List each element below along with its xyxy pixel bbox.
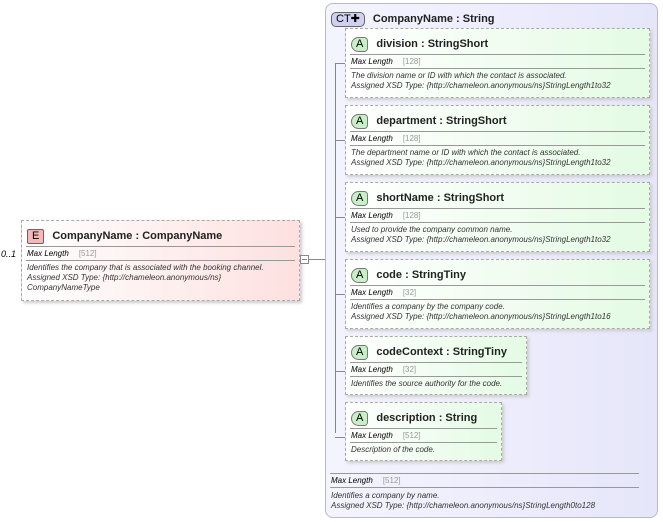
max-length-value: [128] <box>402 211 421 220</box>
max-length-row: Max Length [512] <box>26 246 295 261</box>
max-length-value: [512] <box>78 249 97 258</box>
tree-branch <box>335 294 345 295</box>
attribute-description: Used to provide the company common name.… <box>351 225 611 245</box>
attribute-badge: A <box>351 345 369 360</box>
max-length-label: Max Length <box>331 476 373 485</box>
max-length-value: [32] <box>402 365 417 374</box>
attribute-description: Identifies a company by the company code… <box>351 302 611 322</box>
element-companyname[interactable]: E CompanyName : CompanyName Max Length [51… <box>21 220 300 301</box>
attribute-badge: A <box>351 191 369 206</box>
attribute-description: The division name or ID with which the c… <box>351 71 611 91</box>
attribute-type: String <box>445 412 478 424</box>
ct-type: String <box>462 13 495 25</box>
desc-line: Assigned XSD Type: {http://chameleon.ano… <box>27 273 222 282</box>
element-badge: E <box>27 229 45 244</box>
attribute-badge: A <box>351 37 369 52</box>
max-length-label: Max Length <box>351 134 393 143</box>
max-length-label: Max Length <box>351 431 393 440</box>
desc-line: Identifies the source authority for the … <box>351 379 503 388</box>
ct-name: CompanyName <box>372 13 453 25</box>
tree-branch <box>335 371 345 372</box>
attribute-description: The department name or ID with which the… <box>351 148 611 168</box>
desc-line: CompanyNameType <box>27 283 100 292</box>
element-description: Identifies the company that is associate… <box>27 263 264 293</box>
desc-line: Assigned XSD Type: {http://chameleon.ano… <box>331 501 596 510</box>
max-length-value: [32] <box>402 288 417 297</box>
max-length-row: Max Length [128] <box>350 208 645 223</box>
ct-description: Identifies a company by name.Assigned XS… <box>331 491 595 511</box>
attribute-badge: A <box>351 411 369 426</box>
tree-branch <box>335 217 345 218</box>
max-length-value: [128] <box>402 57 421 66</box>
desc-line: Identifies a company by name. <box>331 491 440 500</box>
desc-line: The department name or ID with which the… <box>351 148 581 157</box>
tree-branch <box>335 437 345 438</box>
max-length-value: [512] <box>402 431 421 440</box>
max-length-value: [128] <box>402 134 421 143</box>
attribute-type: StringShort <box>443 192 505 204</box>
max-length-row: Max Length [32] <box>350 362 522 377</box>
desc-line: The division name or ID with which the c… <box>351 71 567 80</box>
tree-branch <box>335 63 345 64</box>
desc-line: Assigned XSD Type: {http://chameleon.ano… <box>351 235 611 244</box>
attribute-type: StringTiny <box>452 346 507 358</box>
max-length-label: Max Length <box>351 288 393 297</box>
max-length-row: Max Length [128] <box>350 54 645 69</box>
attribute-name: shortName <box>376 192 434 204</box>
attribute-description: Identifies the source authority for the … <box>351 379 502 389</box>
ct-badge: CT✚ <box>331 12 365 27</box>
desc-line: Identifies the company that is associate… <box>27 263 264 272</box>
attribute-name: codeContext <box>376 346 443 358</box>
attribute-type: StringTiny <box>411 269 467 281</box>
attribute-type: StringShort <box>446 115 507 127</box>
attribute-name: department <box>376 115 437 127</box>
attribute-name: division <box>376 38 418 50</box>
desc-line: Assigned XSD Type: {http://chameleon.ano… <box>351 158 611 167</box>
attribute-badge: A <box>351 268 369 283</box>
max-length-row: Max Length [32] <box>350 285 645 300</box>
max-length-label: Max Length <box>27 249 69 258</box>
max-length-label: Max Length <box>351 365 393 374</box>
ct-max-length-row: Max Length [512] <box>330 473 639 488</box>
tree-line <box>335 63 336 433</box>
desc-line: Assigned XSD Type: {http://chameleon.ano… <box>351 312 611 321</box>
attribute-type: StringShort <box>427 38 489 50</box>
attribute-name: code <box>376 269 403 281</box>
attribute-badge: A <box>351 114 369 129</box>
element-name: CompanyName <box>52 230 133 242</box>
desc-line: Assigned XSD Type: {http://chameleon.ano… <box>351 81 611 90</box>
max-length-value: [512] <box>382 476 401 485</box>
max-length-label: Max Length <box>351 57 393 66</box>
connector <box>309 259 325 260</box>
sep: : <box>135 230 140 242</box>
tree-branch <box>335 140 345 141</box>
collapse-toggle[interactable] <box>300 255 309 264</box>
max-length-row: Max Length [128] <box>350 131 645 146</box>
max-length-row: Max Length [512] <box>350 428 497 443</box>
desc-line: Description of the code. <box>351 445 436 454</box>
attribute-name: description <box>376 412 436 424</box>
element-type: CompanyName <box>142 230 223 242</box>
desc-line: Identifies a company by the company code… <box>351 302 505 311</box>
attribute-description: Description of the code. <box>351 445 435 455</box>
occurrence-label: 0..1 <box>1 249 17 259</box>
desc-line: Used to provide the company common name. <box>351 225 513 234</box>
max-length-label: Max Length <box>351 211 393 220</box>
